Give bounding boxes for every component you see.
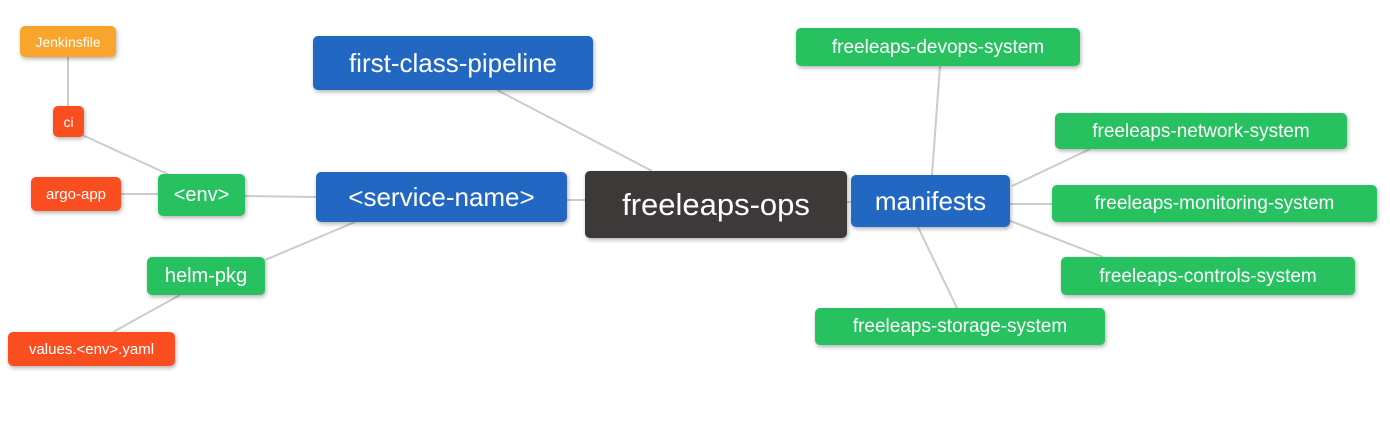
- edge-service-name-to-helm-pkg: [264, 221, 356, 261]
- node-values-env-yaml[interactable]: values.<env>.yaml: [8, 332, 175, 366]
- node-freeleaps-controls-system[interactable]: freeleaps-controls-system: [1061, 257, 1355, 295]
- node-freeleaps-ops[interactable]: freeleaps-ops: [585, 171, 847, 238]
- edge-manifests-to-freeleaps-controls-system: [1007, 219, 1104, 258]
- node-argo-app[interactable]: argo-app: [31, 177, 121, 211]
- node-ci[interactable]: ci: [53, 106, 84, 137]
- node-freeleaps-network-system[interactable]: freeleaps-network-system: [1055, 113, 1347, 149]
- edge-ci-to-env: [79, 133, 173, 177]
- node-freeleaps-devops-system[interactable]: freeleaps-devops-system: [796, 28, 1080, 66]
- node-service-name[interactable]: <service-name>: [316, 172, 567, 222]
- edge-helm-pkg-to-values-env-yaml: [112, 294, 181, 333]
- node-helm-pkg[interactable]: helm-pkg: [147, 257, 265, 295]
- node-first-class-pipeline[interactable]: first-class-pipeline: [313, 36, 593, 90]
- edge-manifests-to-freeleaps-network-system: [1011, 148, 1091, 187]
- node-env[interactable]: <env>: [158, 174, 245, 216]
- edge-manifests-to-freeleaps-devops-system: [931, 65, 941, 176]
- node-jenkinsfile[interactable]: Jenkinsfile: [20, 26, 116, 57]
- node-manifests[interactable]: manifests: [851, 175, 1010, 227]
- node-freeleaps-monitoring-system[interactable]: freeleaps-monitoring-system: [1052, 185, 1377, 222]
- edge-manifests-to-freeleaps-storage-system: [917, 226, 958, 309]
- node-freeleaps-storage-system[interactable]: freeleaps-storage-system: [815, 308, 1105, 345]
- edge-first-class-pipeline-to-freeleaps-ops: [496, 89, 653, 172]
- edge-env-to-service-name: [244, 195, 317, 198]
